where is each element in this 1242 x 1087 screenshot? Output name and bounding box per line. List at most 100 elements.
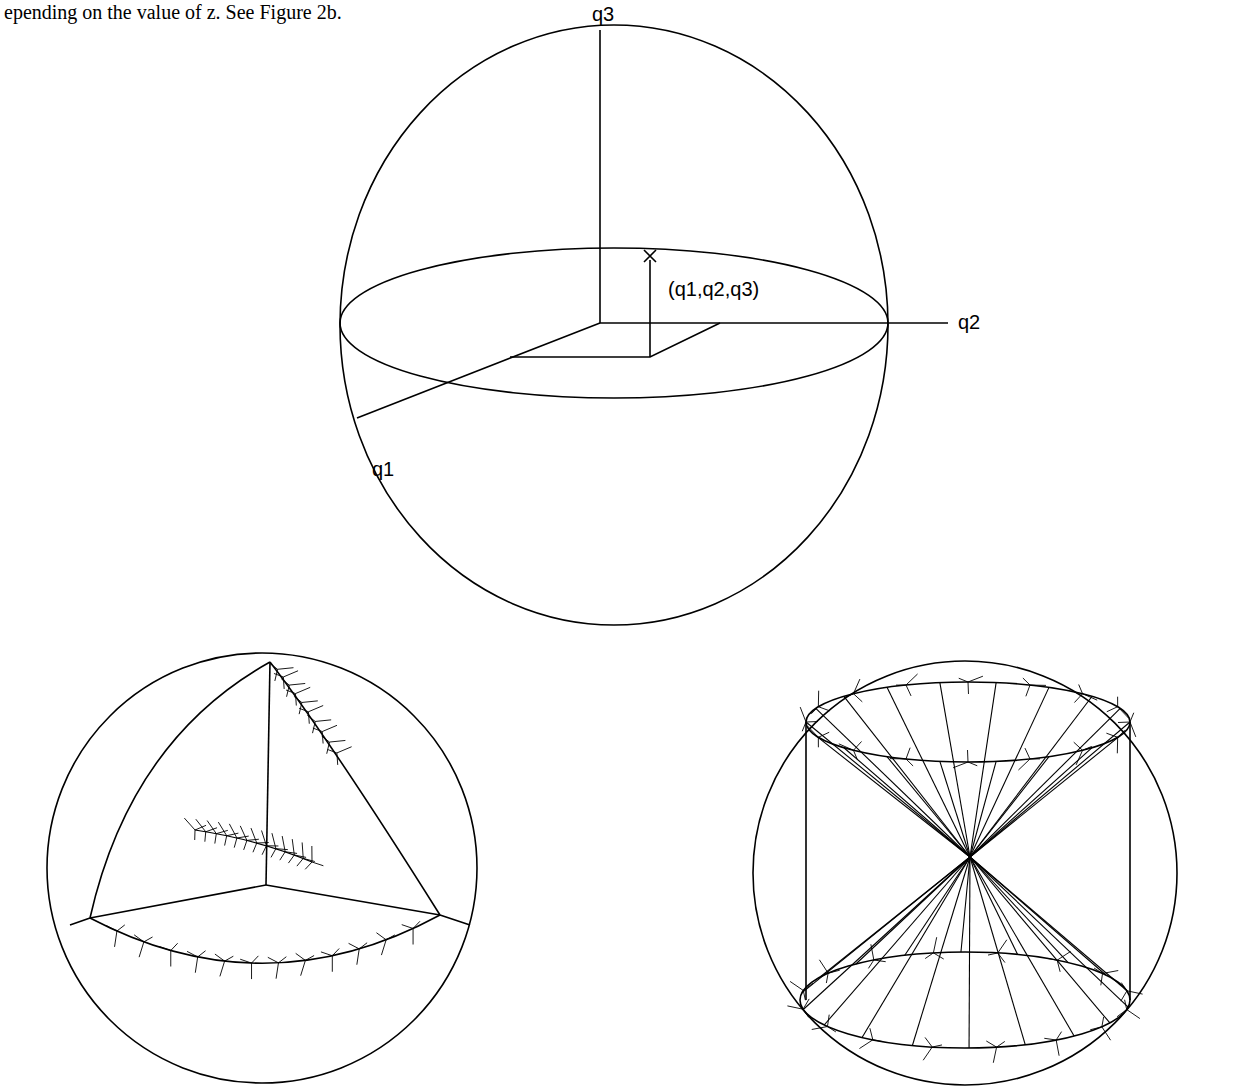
frame-axis bbox=[953, 762, 968, 768]
frame-axis bbox=[302, 842, 303, 858]
frame-axis bbox=[827, 1015, 829, 1027]
cone-ray bbox=[970, 683, 996, 857]
cone-ray bbox=[806, 722, 970, 857]
cone-ray bbox=[970, 722, 1130, 857]
orientation-frame bbox=[268, 957, 287, 979]
frame-axis bbox=[195, 825, 206, 830]
frame-axis bbox=[313, 728, 322, 732]
orientation-frame bbox=[986, 1041, 1005, 1063]
frame-axis bbox=[818, 732, 829, 737]
octant-edge bbox=[266, 662, 270, 885]
axis-label: q2 bbox=[958, 311, 980, 333]
frame-axis bbox=[839, 744, 854, 750]
orientation-frame bbox=[184, 818, 206, 840]
frame-axis bbox=[240, 959, 251, 963]
frame-axis bbox=[1117, 1010, 1127, 1017]
frame-axis bbox=[803, 999, 809, 1009]
frame-axis bbox=[297, 858, 303, 866]
orientation-frame bbox=[1044, 1032, 1061, 1056]
cone-ray bbox=[970, 857, 1074, 1036]
frame-axis bbox=[1117, 697, 1118, 707]
frame-axis bbox=[305, 862, 312, 869]
frame-axis bbox=[301, 960, 306, 975]
orientation-frame bbox=[281, 679, 305, 697]
frame-axis bbox=[271, 849, 276, 858]
frame-axis bbox=[302, 701, 318, 703]
frame-axis bbox=[806, 721, 818, 722]
frame-axis bbox=[247, 839, 259, 840]
frame-axis bbox=[1030, 685, 1046, 686]
frame-axis bbox=[807, 726, 818, 738]
frame-axis bbox=[1121, 991, 1127, 1001]
frame-axis bbox=[853, 694, 862, 702]
frame-axis bbox=[803, 1009, 809, 1017]
frame-axis bbox=[294, 855, 306, 857]
octant-edge bbox=[90, 885, 266, 918]
frame-axis bbox=[890, 758, 906, 759]
orientation-frame bbox=[988, 940, 1007, 963]
frame-axis bbox=[818, 737, 819, 747]
frame-axis bbox=[1102, 1017, 1104, 1027]
frame-axis bbox=[859, 1040, 872, 1049]
frame-axis bbox=[968, 762, 977, 766]
frame-axis bbox=[1127, 991, 1143, 994]
frame-axis bbox=[308, 706, 323, 712]
frame-axis bbox=[170, 951, 171, 967]
frame-axis bbox=[327, 742, 330, 754]
frame-axis bbox=[386, 935, 395, 940]
frame-axis bbox=[215, 954, 225, 961]
frame-axis bbox=[1047, 958, 1057, 960]
frame-axis bbox=[194, 830, 195, 840]
orientation-frame bbox=[296, 953, 314, 975]
orientation-frame bbox=[297, 842, 315, 866]
frame-axis bbox=[262, 831, 267, 846]
frame-axis bbox=[1026, 685, 1030, 696]
frame-axis bbox=[1118, 707, 1129, 719]
frame-axis bbox=[1030, 758, 1040, 759]
frame-axis bbox=[873, 1040, 883, 1042]
frame-axis bbox=[206, 828, 217, 832]
octant-arc bbox=[90, 915, 440, 963]
cone-ray bbox=[968, 857, 970, 1048]
frame-axis bbox=[329, 740, 345, 742]
q2-axis bbox=[600, 322, 948, 324]
cylinder-edge bbox=[1129, 722, 1131, 1000]
cone-ray bbox=[802, 857, 970, 993]
frame-axis bbox=[1103, 971, 1119, 974]
frame-axis bbox=[332, 948, 339, 955]
orientation-frame bbox=[1090, 1017, 1110, 1040]
frame-axis bbox=[1094, 968, 1102, 973]
frame-axis bbox=[220, 961, 225, 976]
orientation-frame bbox=[262, 831, 279, 855]
frame-axis bbox=[144, 937, 153, 942]
frame-axis bbox=[376, 933, 386, 940]
orientation-frame bbox=[328, 747, 352, 765]
frame-axis bbox=[282, 836, 285, 852]
frame-axis bbox=[285, 852, 297, 854]
orientation-frame bbox=[321, 948, 339, 971]
frame-axis bbox=[328, 749, 337, 753]
frame-axis bbox=[1090, 1027, 1102, 1030]
frame-axis bbox=[257, 842, 269, 843]
frame-axis bbox=[268, 957, 279, 963]
frame-axis bbox=[262, 846, 266, 855]
frame-axis bbox=[312, 862, 323, 866]
frame-axis bbox=[853, 741, 861, 750]
frame-axis bbox=[1118, 730, 1125, 737]
orientation-frame bbox=[1107, 697, 1129, 719]
frame-axis bbox=[288, 855, 294, 863]
octant-edge bbox=[266, 885, 440, 915]
orientation-frame bbox=[1094, 968, 1118, 985]
frame-axis bbox=[1118, 722, 1130, 723]
cone-ray bbox=[803, 857, 970, 1009]
orientation-frame bbox=[1023, 678, 1046, 696]
orientation-frame bbox=[890, 748, 913, 766]
octant-arc bbox=[270, 662, 440, 915]
orientation-frame bbox=[1106, 730, 1124, 753]
orientation-frame bbox=[923, 1037, 942, 1060]
orientation-frame bbox=[959, 676, 983, 694]
frame-axis bbox=[251, 828, 257, 843]
frame-axis bbox=[303, 858, 315, 861]
frame-axis bbox=[289, 683, 305, 685]
frame-axis bbox=[216, 830, 228, 833]
